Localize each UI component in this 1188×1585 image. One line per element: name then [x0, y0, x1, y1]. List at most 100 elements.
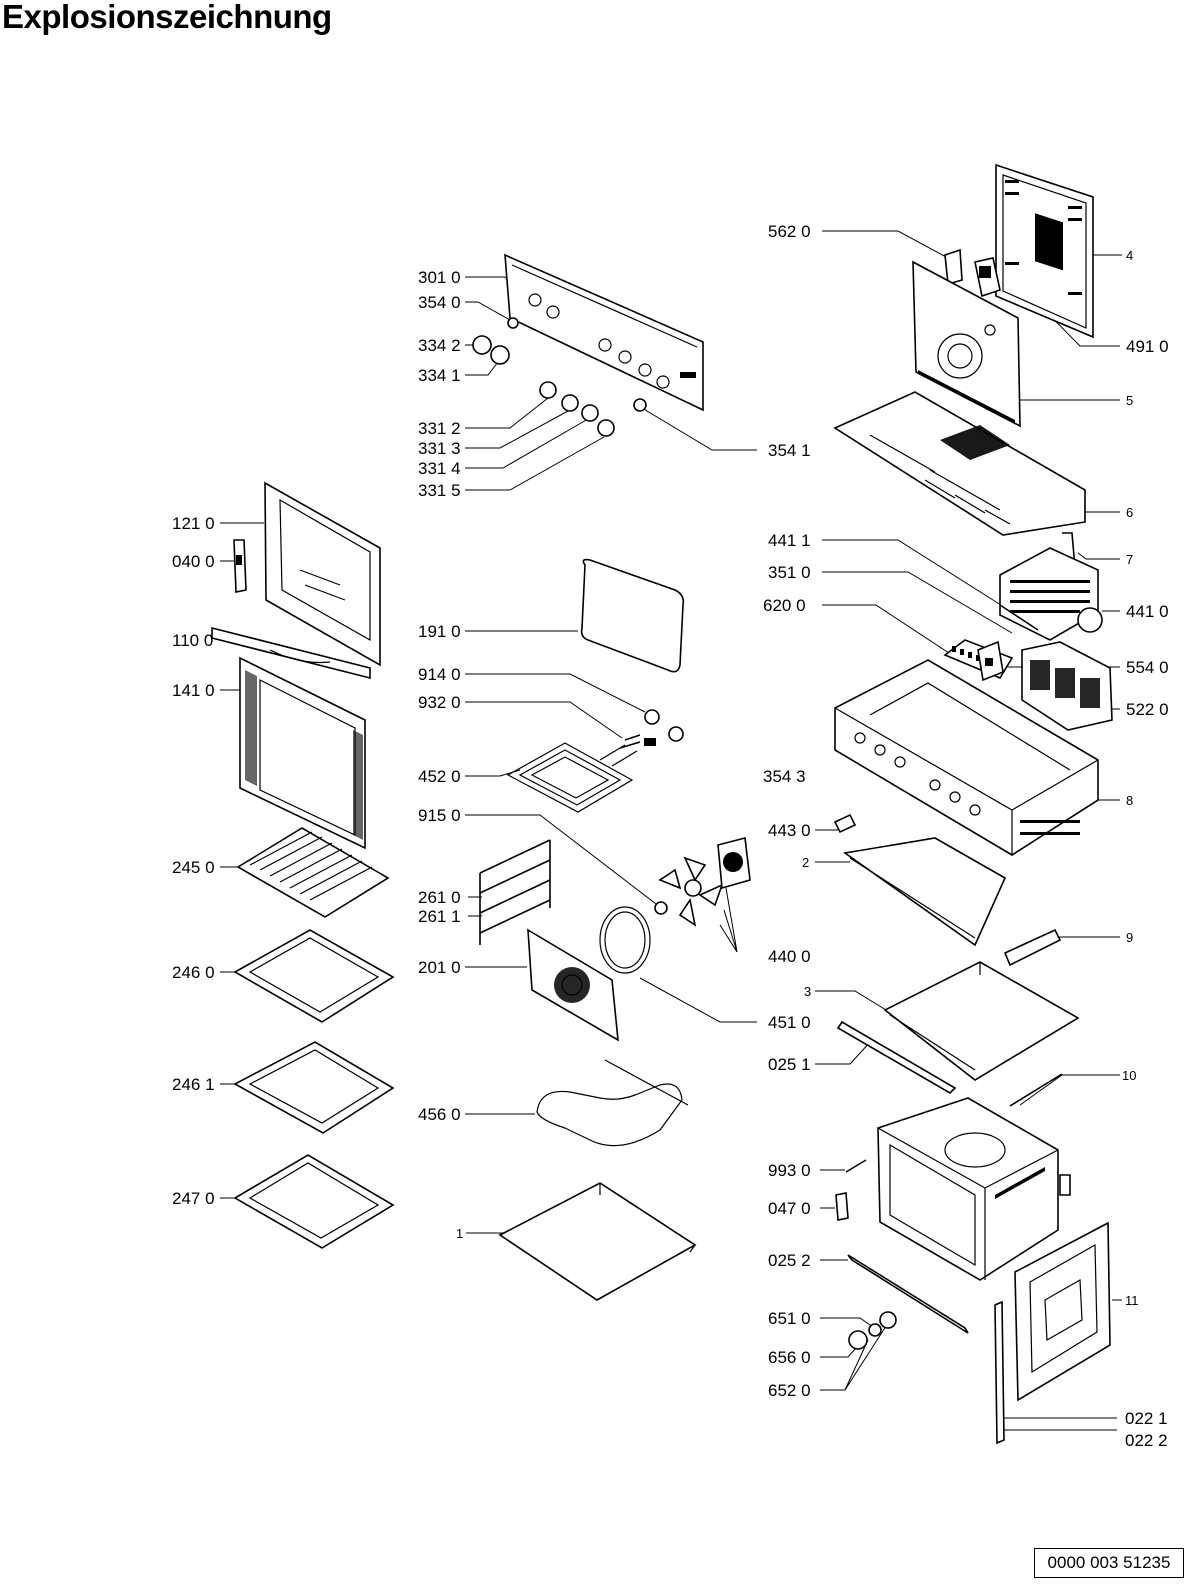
label-9140: 914 0 [418, 665, 461, 684]
label-4411: 441 1 [768, 531, 811, 550]
part-holders-9140-9320 [619, 709, 684, 749]
label-9: 9 [1126, 930, 1133, 945]
label-6520: 652 0 [768, 1381, 811, 1400]
label-3010: 301 0 [418, 268, 461, 287]
part-base-plate-3 [883, 961, 1080, 1081]
label-6510: 651 0 [768, 1309, 811, 1328]
part-door-glass-1410 [239, 656, 366, 850]
label-0221: 022 1 [1125, 1409, 1168, 1428]
label-3541: 354 1 [768, 441, 811, 460]
label-2460: 246 0 [172, 963, 215, 982]
part-bracket-9 [1003, 928, 1062, 967]
part-side-rails-2610-2611 [479, 839, 551, 945]
part-ring-element-4510 [599, 906, 651, 974]
part-bottom-element-4560 [536, 1059, 689, 1147]
label-1410: 141 0 [172, 681, 215, 700]
page-title: Explosionszeichnung [2, 0, 332, 35]
part-screw-9930 [845, 1159, 867, 1173]
part-housing-8 [834, 659, 1099, 856]
part-rod-4411 [999, 604, 1039, 631]
label-8: 8 [1126, 793, 1133, 808]
part-grill-element-4520 [506, 742, 638, 813]
part-door-frame-1210 [264, 481, 381, 667]
part-knob-set-6510-6560-6520 [848, 1311, 897, 1350]
label-2610: 261 0 [418, 888, 461, 907]
label-5220: 522 0 [1126, 700, 1169, 719]
label-4560: 456 0 [418, 1105, 461, 1124]
label-11: 11 [1125, 1293, 1139, 1308]
label-4400: 440 0 [768, 947, 811, 966]
part-relay-4910 [974, 257, 1001, 298]
label-2: 2 [802, 855, 809, 870]
label-3341: 334 1 [418, 366, 461, 385]
label-9930: 993 0 [768, 1161, 811, 1180]
label-4: 4 [1126, 248, 1133, 263]
label-10: 10 [1122, 1068, 1136, 1083]
part-strip-0221-0222 [994, 1300, 1005, 1445]
part-clip-0470 [835, 1192, 849, 1221]
label-2470: 247 0 [172, 1189, 215, 1208]
part-handle-1100 [211, 626, 371, 680]
label-3312: 331 2 [418, 419, 461, 438]
label-5540: 554 0 [1126, 658, 1169, 677]
label-6: 6 [1126, 505, 1133, 520]
part-switch-5540 [977, 640, 1004, 682]
label-2461: 246 1 [172, 1075, 215, 1094]
label-0251: 025 1 [768, 1055, 811, 1074]
label-1: 1 [456, 1226, 463, 1241]
label-4510: 451 0 [768, 1013, 811, 1032]
part-hinge-0400 [233, 539, 247, 593]
label-3: 3 [804, 984, 811, 999]
part-rear-panel-4 [995, 163, 1094, 339]
label-3543: 354 3 [763, 767, 806, 786]
label-6560: 656 0 [768, 1348, 811, 1367]
part-tray-2460 [233, 929, 395, 1023]
label-2010: 201 0 [418, 958, 461, 977]
part-bottom-plate-1 [498, 1182, 697, 1301]
part-rail-0251 [836, 1020, 957, 1095]
part-side-panel-11 [1014, 1221, 1111, 1402]
label-3314: 331 4 [418, 459, 461, 478]
label-1210: 121 0 [172, 514, 215, 533]
part-bracket-5620 [944, 248, 963, 286]
part-fan-motor-4400 [717, 836, 751, 890]
part-rail-0252 [847, 1254, 969, 1334]
label-0252: 025 2 [768, 1251, 811, 1270]
part-knobs [472, 317, 647, 437]
part-rear-wall-2010 [527, 928, 619, 1042]
label-1910: 191 0 [418, 622, 461, 641]
part-tray-2461 [233, 1041, 395, 1134]
part-control-panel-3010 [504, 253, 704, 412]
part-motor-5220 [1021, 641, 1113, 731]
label-1100: 110 0 [172, 631, 213, 650]
part-wire-rack-2450 [236, 827, 390, 918]
label-0400: 040 0 [172, 552, 215, 571]
label-5620: 562 0 [768, 222, 811, 241]
part-top-cover-6 [833, 391, 1086, 536]
label-3342: 334 2 [418, 336, 461, 355]
part-rod-10 [1009, 1073, 1063, 1107]
label-0470: 047 0 [768, 1199, 811, 1218]
label-0222: 022 2 [1125, 1431, 1168, 1450]
label-3313: 331 3 [418, 439, 461, 458]
label-9150: 915 0 [418, 806, 461, 825]
part-tangential-fan-4410 [999, 547, 1103, 641]
part-fan-4430 [654, 856, 724, 927]
label-2611: 261 1 [418, 907, 461, 926]
part-tray-2470 [233, 1154, 395, 1249]
document-number: 0000 003 51235 [1034, 1548, 1184, 1578]
part-plate-2 [842, 837, 1007, 947]
label-3510: 351 0 [768, 563, 811, 582]
part-oven-cavity [877, 1097, 1071, 1281]
label-3540: 354 0 [418, 293, 461, 312]
label-2450: 245 0 [172, 858, 215, 877]
label-4430: 443 0 [768, 821, 811, 840]
label-7: 7 [1126, 552, 1133, 567]
part-lamp-3543 [833, 813, 857, 834]
part-door-seal-1910 [580, 558, 685, 673]
label-4910: 491 0 [1126, 337, 1169, 356]
part-rear-wall-5 [912, 260, 1021, 428]
label-4520: 452 0 [418, 767, 461, 786]
label-5: 5 [1126, 393, 1133, 408]
